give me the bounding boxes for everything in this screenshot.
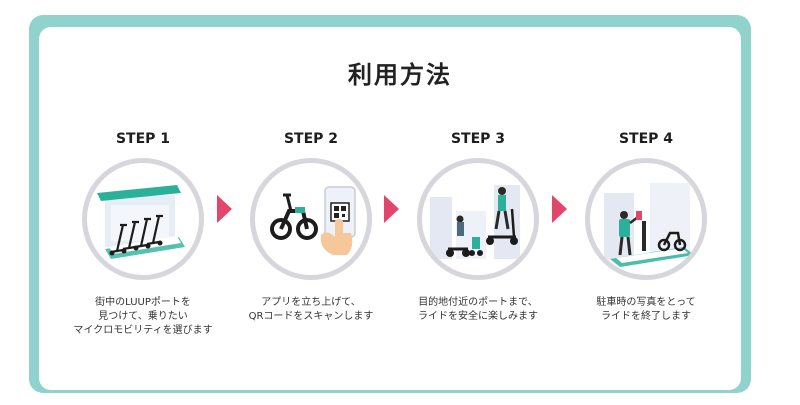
scooter-port-icon <box>97 185 185 259</box>
next-arrow-icon <box>384 195 399 223</box>
step-circle <box>417 158 539 280</box>
step-description: 街中のLUUPポートを 見つけて、乗りたい マイクロモビリティを選びます <box>73 297 213 336</box>
step-label: STEP 2 <box>283 131 339 147</box>
step-2: STEP 2 アプリを立ち上げて、 QRコードをスキャンします <box>236 128 386 324</box>
step-1: STEP 1 街中のLUUPポートを 見つけて、乗りたい マイクロモビリティを選… <box>68 128 218 338</box>
park-photo-icon <box>604 183 694 267</box>
step-label: STEP 3 <box>450 131 506 147</box>
step-description: アプリを立ち上げて、 QRコードをスキャンします <box>248 297 374 322</box>
step-3: STEP 3 目的地付近のポートまで、 ライドを安全に楽しみます <box>403 128 553 324</box>
next-arrow-icon <box>552 195 567 223</box>
step-circle <box>250 158 372 280</box>
step-circle <box>82 158 204 280</box>
page-title: 利用方法 <box>348 61 452 89</box>
next-arrow-icon <box>217 195 232 223</box>
step-description: 駐車時の写真をとって ライドを終了します <box>596 297 696 322</box>
qr-scan-icon <box>270 186 356 255</box>
step-description: 目的地付近のポートまで、 ライドを安全に楽しみます <box>418 297 538 322</box>
step-circle <box>585 158 707 280</box>
step-label: STEP 1 <box>115 131 171 147</box>
step-label: STEP 4 <box>618 131 674 147</box>
ride-city-icon <box>430 185 520 259</box>
step-4: STEP 4 駐車時の写真をとって ライドを終了します <box>571 128 721 324</box>
